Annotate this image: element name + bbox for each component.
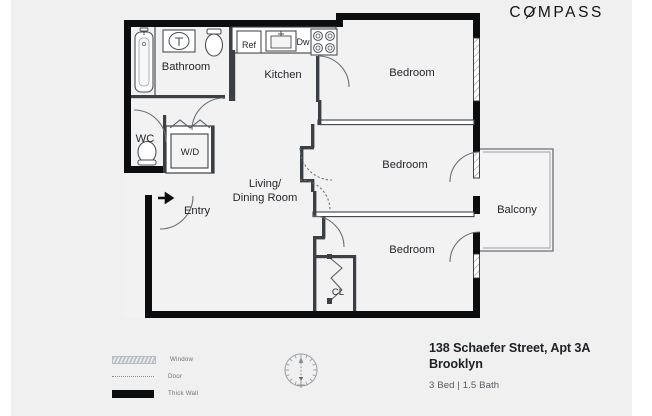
- label-living-dining-line1: Living/: [249, 178, 282, 190]
- bifold-closet: [329, 257, 343, 301]
- legend-item-door: Door: [112, 370, 242, 383]
- brand-slashed-o-icon: O: [523, 4, 538, 22]
- window-bedroom-2: [473, 151, 480, 179]
- legend-label-thick-wall: Thick Wall: [168, 390, 199, 397]
- brand-text-part2: MPASS: [537, 4, 604, 21]
- label-kitchen: Kitchen: [264, 69, 301, 81]
- wc-toilet-fixture: [137, 140, 157, 166]
- door-bedroom-2a: [299, 147, 333, 181]
- door-bedroom-2b: [299, 179, 331, 211]
- listing-bed-bath-details: 3 Bed | 1.5 Bath: [429, 380, 500, 391]
- label-bedroom-3: Bedroom: [389, 244, 434, 256]
- legend-swatch-thick-wall-icon: [112, 389, 154, 398]
- label-refrigerator: Ref: [242, 40, 257, 50]
- legend-item-window: Window: [112, 353, 242, 366]
- exterior-walls: [124, 13, 480, 318]
- legend-label-door: Door: [168, 373, 183, 380]
- window-bedroom-1: [473, 37, 480, 102]
- label-bedroom-1: Bedroom: [389, 67, 434, 79]
- windows: [473, 37, 480, 279]
- label-entry: Entry: [184, 205, 211, 217]
- door-entry: [159, 195, 194, 230]
- address-line-1: 138 Schaefer Street, Apt 3A: [429, 341, 591, 355]
- kitchen-sink-fixture: [265, 30, 297, 52]
- label-dishwasher: Dw: [297, 37, 310, 47]
- bifold-doors: [169, 119, 343, 304]
- compass-brand-logo: COMPASS: [509, 4, 604, 22]
- window-bedroom-3: [473, 253, 480, 279]
- label-bathroom: Bathroom: [162, 61, 211, 73]
- bathroom-toilet-fixture: [204, 28, 224, 57]
- label-balcony: Balcony: [497, 204, 537, 216]
- legend-item-thick-wall: Thick Wall: [112, 387, 242, 400]
- door-swings: [133, 55, 481, 263]
- entry-direction-arrow-icon: [158, 191, 175, 205]
- legend: Window Door Thick Wall: [112, 353, 242, 404]
- door-balcony-lower: [449, 231, 481, 263]
- compass-rose: [278, 348, 324, 394]
- bifold-washer-dryer: [169, 119, 211, 129]
- door-bathroom: [191, 97, 225, 131]
- legend-swatch-door-icon: [112, 376, 154, 377]
- label-bedroom-2: Bedroom: [382, 159, 427, 171]
- balcony-outline: [480, 148, 554, 252]
- bathroom-sink-fixture: [162, 29, 196, 53]
- room-labels: Bathroom Kitchen WC W/D Entry Living/ Di…: [136, 37, 538, 298]
- fixtures: [134, 27, 338, 166]
- label-closet: CL: [332, 287, 344, 298]
- listing-address-block: 138 Schaefer Street, Apt 3A Brooklyn 3 B…: [429, 341, 644, 391]
- compass-rose-icon: [284, 353, 318, 388]
- label-wc: WC: [136, 133, 155, 145]
- legend-label-window: Window: [170, 356, 194, 363]
- label-washer-dryer: W/D: [181, 147, 200, 158]
- refrigerator-fixture: [236, 30, 262, 54]
- brand-text-part1: C: [509, 4, 524, 21]
- door-bedroom-1: [317, 55, 350, 88]
- address-line-2: Brooklyn: [429, 356, 483, 371]
- legend-swatch-window-icon: [112, 355, 156, 364]
- door-bedroom-3: [312, 215, 345, 248]
- label-living-dining-line2: Dining Room: [233, 192, 298, 204]
- door-wc: [133, 109, 167, 143]
- bathtub-fixture: [134, 27, 154, 93]
- stove-fixture: [310, 28, 338, 56]
- door-balcony-upper: [449, 151, 481, 183]
